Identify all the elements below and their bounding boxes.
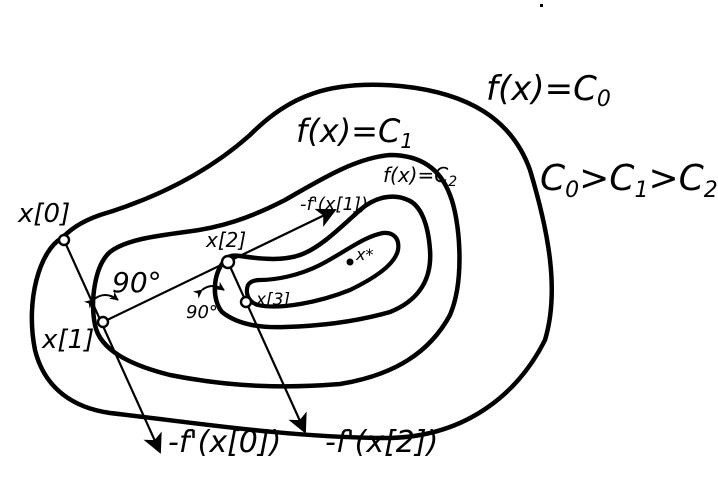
contour-innermost — [244, 230, 401, 309]
right-angle-mark-large — [83, 291, 119, 309]
label-contour-c0: f(x)=C0 — [486, 69, 611, 112]
gradient-arrow-x2 — [226, 261, 307, 434]
label-gradient-x2: -f'(x[2]) — [325, 425, 438, 460]
label-x1: x[1] — [41, 325, 94, 355]
label-gradient-x0: -f'(x[0]) — [168, 425, 281, 460]
point-x1 — [96, 315, 110, 329]
label-x2: x[2] — [205, 228, 246, 252]
label-xstar: x* — [355, 245, 373, 264]
point-x3 — [239, 295, 253, 309]
point-x0 — [57, 233, 71, 247]
contour-c0 — [29, 82, 554, 441]
gradient-arrow-x0 — [62, 239, 162, 454]
label-x3: x[3] — [255, 290, 290, 310]
point-xstar — [346, 258, 354, 266]
label-gradient-x1: -f'(x[1]) — [300, 194, 368, 215]
stray-mark — [540, 4, 543, 7]
point-x2 — [220, 254, 236, 270]
label-angle-large: 90° — [112, 266, 162, 299]
gradient-arrow-x1 — [102, 208, 337, 323]
label-contour-c1: f(x)=C1 — [296, 112, 413, 153]
label-inequality: C0>C1>C2 — [540, 158, 718, 203]
label-angle-small: 90° — [186, 302, 218, 323]
contour-c1 — [90, 152, 462, 389]
right-angle-mark-small — [192, 281, 225, 299]
label-contour-c2: f(x)=C2 — [383, 163, 457, 190]
label-x0: x[0] — [17, 199, 70, 229]
